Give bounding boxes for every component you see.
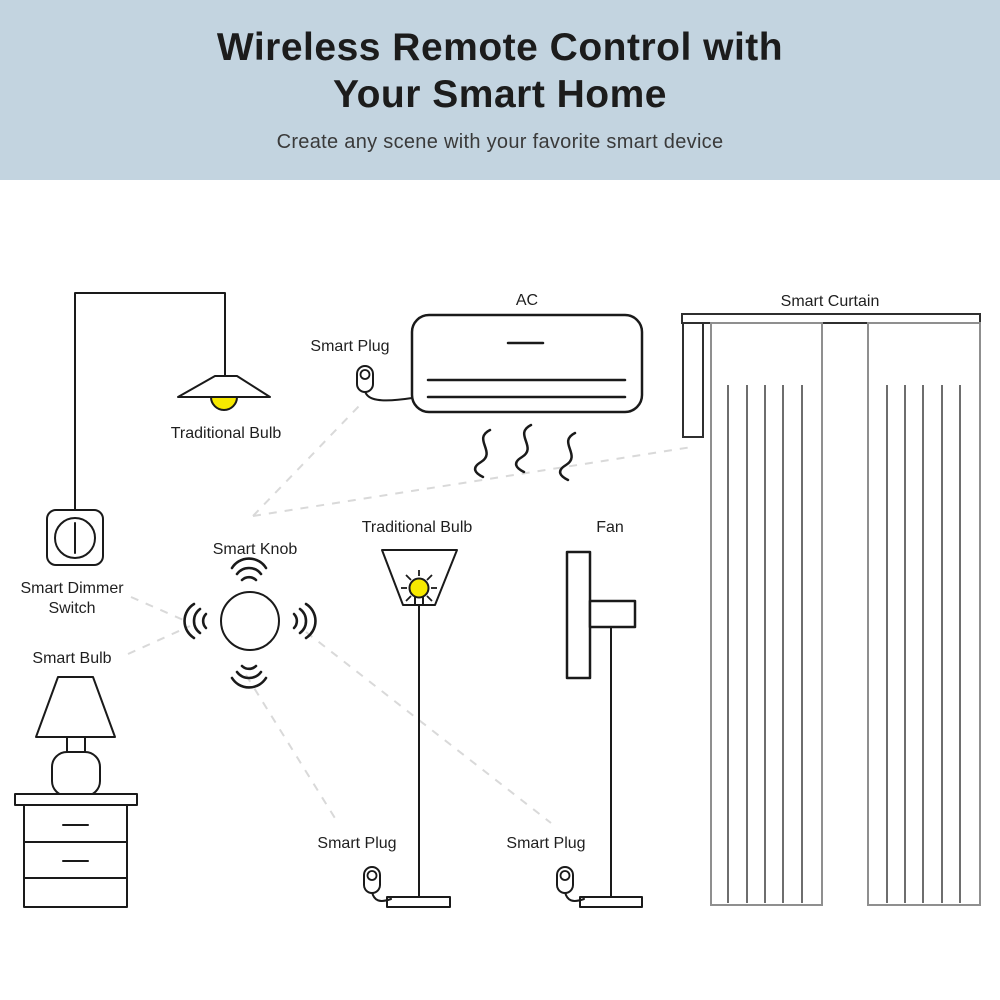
label-smart-bulb: Smart Bulb — [32, 650, 112, 667]
label-smart-knob: Smart Knob — [212, 541, 298, 558]
wifi-signal-right-icon — [292, 602, 317, 640]
floor-bulb-rays-icon — [401, 570, 437, 602]
pendant-bulb-icon — [209, 396, 239, 411]
plug-socket — [366, 870, 378, 881]
nightstand-body — [23, 804, 128, 908]
smart-plug-ac-icon — [356, 365, 413, 402]
table-lamp-body — [51, 751, 101, 797]
plug-socket — [559, 870, 571, 881]
pedestal-fan — [565, 550, 643, 908]
fan-base — [579, 896, 643, 908]
smart-knob — [183, 557, 317, 689]
table-lamp-neck — [66, 736, 86, 753]
label-smart-curtain: Smart Curtain — [780, 293, 880, 310]
label-smart-dimmer-line1: Smart Dimmer — [20, 580, 124, 597]
label-fan-smart-plug: Smart Plug — [506, 835, 586, 852]
dashed-connection-knob-to-fan-plug — [305, 631, 552, 824]
floor-lamp-base — [386, 896, 451, 908]
label-fan: Fan — [596, 519, 624, 536]
label-lamp-smart-plug: Smart Plug — [317, 835, 397, 852]
dashed-connection-knob-to-smart-bulb — [127, 625, 191, 655]
ac-body — [410, 313, 644, 414]
smart-dimmer-switch — [46, 509, 104, 566]
plug-cord — [564, 891, 585, 902]
floor-bulb-icon — [408, 577, 430, 599]
dashed-connection-knob-to-ac-plug — [252, 404, 361, 517]
pendant-lamp — [74, 292, 271, 511]
page-title-line2: Your Smart Home — [332, 73, 667, 116]
wifi-signal-top-icon — [230, 557, 268, 582]
floor-lamp — [381, 549, 458, 908]
page-title-line1: Wireless Remote Control with — [216, 26, 784, 69]
heat-waves-icon — [473, 423, 577, 482]
pendant-shade — [177, 375, 271, 398]
curtain-panel-left — [710, 322, 823, 906]
wifi-signal-left-icon — [183, 602, 208, 640]
label-ac: AC — [515, 292, 539, 309]
fan-motor — [588, 599, 637, 629]
smart-bulb-lamp — [35, 676, 116, 797]
floor-lamp-shade — [381, 549, 458, 606]
nightstand-top — [14, 793, 138, 806]
table-lamp-shade — [35, 676, 116, 738]
plug-cord — [371, 891, 392, 902]
dashed-connection-knob-to-curtain — [252, 446, 693, 517]
wifi-signal-bottom-icon — [230, 664, 268, 689]
smart-plug-fan-icon — [556, 866, 585, 902]
label-floor-traditional-bulb: Traditional Bulb — [361, 519, 473, 536]
label-pendant-traditional-bulb: Traditional Bulb — [170, 425, 282, 442]
ac-unit — [410, 313, 644, 414]
nightstand — [14, 793, 138, 908]
curtain-motor — [682, 322, 704, 438]
label-ac-smart-plug: Smart Plug — [310, 338, 390, 355]
fan-blade-guard — [565, 550, 592, 680]
smart-curtain — [681, 313, 981, 906]
smart-plug-lamp-icon — [363, 866, 392, 902]
pendant-wire — [74, 292, 226, 511]
smart-knob-body — [220, 591, 280, 651]
plug-socket — [359, 369, 371, 380]
dashed-connection-knob-to-dimmer — [130, 596, 189, 623]
curtain-folds — [727, 385, 961, 903]
label-smart-dimmer-line2: Switch — [48, 600, 96, 617]
page-subtitle: Create any scene with your favorite smar… — [276, 131, 724, 153]
plug-cord — [364, 390, 413, 402]
curtain-rail — [681, 313, 981, 324]
curtain-panel-right — [867, 322, 981, 906]
connection-lines — [127, 404, 693, 824]
dashed-connection-knob-to-lamp-plug — [245, 674, 339, 824]
